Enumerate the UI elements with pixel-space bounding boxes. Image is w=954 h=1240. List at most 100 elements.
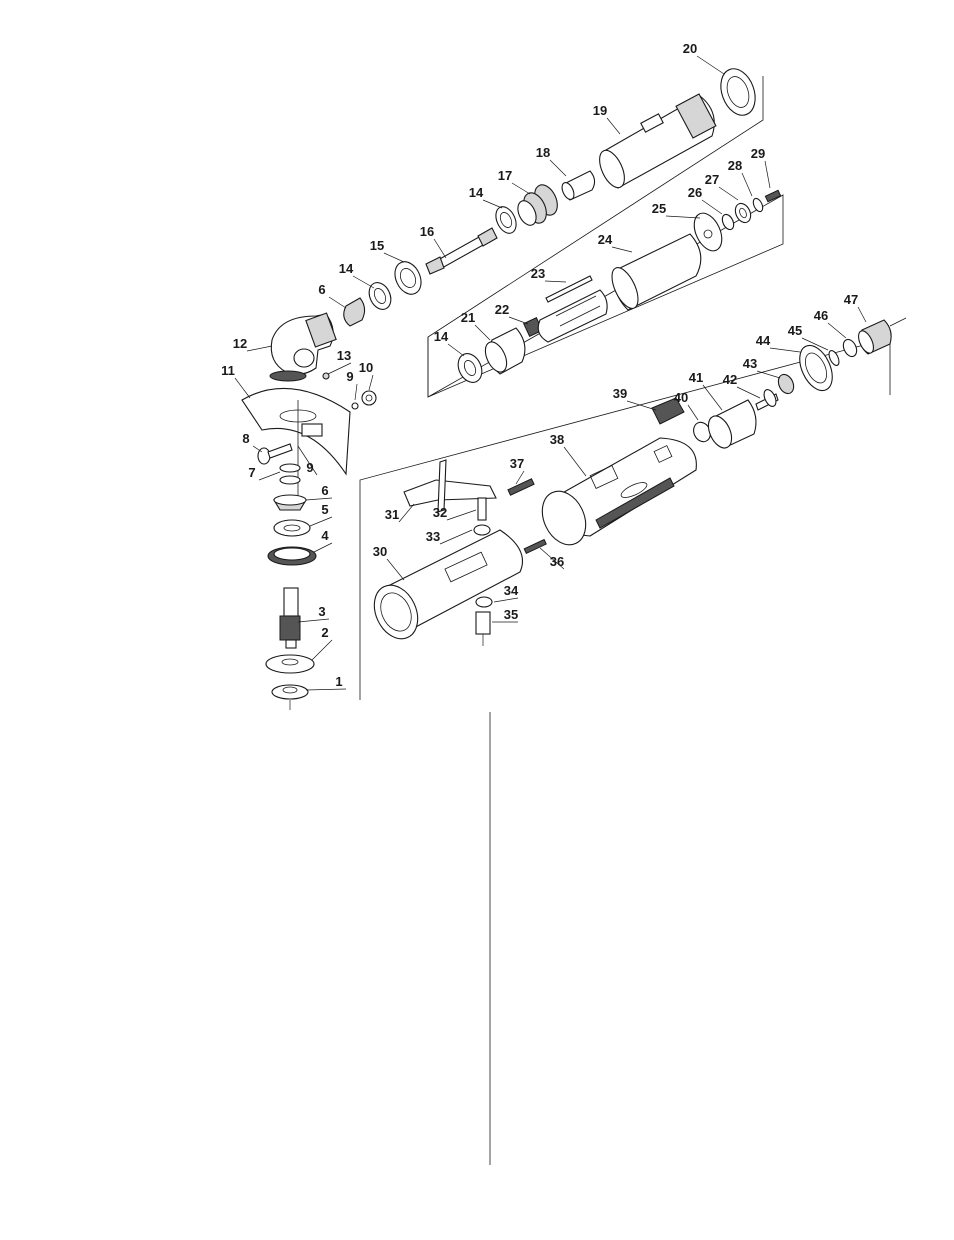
leader-line xyxy=(355,384,357,400)
part-number-label: 22 xyxy=(495,302,509,317)
part-number-labels: 1234566789910111213141414151617181920212… xyxy=(221,41,866,690)
part-number-label: 18 xyxy=(536,145,550,160)
leader-line xyxy=(310,517,332,526)
leader-line xyxy=(298,619,329,622)
part-number-label: 31 xyxy=(385,507,399,522)
part-number-label: 1 xyxy=(335,674,342,689)
part-number-label: 12 xyxy=(233,336,247,351)
part-8-screw xyxy=(258,444,292,464)
leader-line xyxy=(828,323,846,338)
part-number-label: 7 xyxy=(248,465,255,480)
leader-line xyxy=(545,281,566,282)
part-number-label: 38 xyxy=(550,432,564,447)
leader-line xyxy=(516,471,524,484)
part-7-washers xyxy=(280,464,300,484)
leader-line xyxy=(329,297,346,308)
part-number-label: 42 xyxy=(723,372,737,387)
leader-line xyxy=(702,200,722,214)
part-32-pin xyxy=(478,498,486,520)
leader-line xyxy=(858,307,866,322)
part-37-spring xyxy=(508,479,534,495)
leader-line xyxy=(259,472,280,480)
leader-line xyxy=(666,216,700,218)
leader-line xyxy=(688,405,698,420)
part-number-label: 36 xyxy=(550,554,564,569)
part-number-label: 26 xyxy=(688,185,702,200)
part-number-label: 20 xyxy=(683,41,697,56)
part-number-label: 6 xyxy=(321,483,328,498)
part-number-label: 28 xyxy=(728,158,742,173)
leader-line xyxy=(742,173,752,196)
leader-line xyxy=(550,160,566,176)
part-number-label: 17 xyxy=(498,168,512,183)
part-number-label: 19 xyxy=(593,103,607,118)
part-number-label: 35 xyxy=(504,607,518,622)
part-number-label: 13 xyxy=(337,348,351,363)
part-number-label: 8 xyxy=(242,431,249,446)
part-number-label: 45 xyxy=(788,323,802,338)
part-6-upper-gear xyxy=(344,298,365,326)
part-number-label: 46 xyxy=(814,308,828,323)
part-number-label: 15 xyxy=(370,238,384,253)
leader-line xyxy=(440,530,472,544)
part-number-label: 40 xyxy=(674,390,688,405)
part-14-bearing-low xyxy=(454,350,487,386)
leader-line xyxy=(512,183,530,194)
part-30-housing xyxy=(366,530,522,646)
leader-line xyxy=(384,253,404,262)
part-number-label: 34 xyxy=(504,583,519,598)
part-number-label: 10 xyxy=(359,360,373,375)
leader-line xyxy=(703,385,722,410)
part-number-label: 39 xyxy=(613,386,627,401)
part-46-oring xyxy=(841,337,859,358)
part-10-nut xyxy=(362,391,376,405)
leader-line xyxy=(509,317,528,324)
part-number-label: 37 xyxy=(510,456,524,471)
part-number-label: 41 xyxy=(689,370,703,385)
part-number-label: 21 xyxy=(461,310,475,325)
leader-line xyxy=(314,543,332,552)
part-number-label: 4 xyxy=(321,528,329,543)
part-number-label: 14 xyxy=(434,329,449,344)
part-19-housing-tube xyxy=(594,94,715,191)
part-23-rotor xyxy=(538,276,607,342)
part-18-sleeve xyxy=(560,171,595,201)
part-2-flange xyxy=(266,655,314,673)
part-21-bearing-housing xyxy=(481,328,525,375)
part-33-oring xyxy=(474,525,490,535)
leader-line xyxy=(719,187,738,200)
leader-line xyxy=(369,375,373,390)
part-29-screw xyxy=(765,190,780,201)
part-number-label: 5 xyxy=(321,502,328,517)
part-6-bevel-gear xyxy=(274,495,306,510)
part-number-label: 47 xyxy=(844,292,858,307)
part-34-oring xyxy=(476,597,492,607)
leader-line xyxy=(306,498,332,500)
part-number-label: 32 xyxy=(433,505,447,520)
leader-line xyxy=(765,161,770,188)
part-14-bearing-top xyxy=(492,204,520,237)
leader-line xyxy=(387,559,404,580)
part-36-spring-pin xyxy=(524,540,546,554)
part-42-valve-stem xyxy=(756,388,778,410)
part-35-valve xyxy=(476,612,490,634)
part-number-label: 3 xyxy=(318,604,325,619)
part-number-label: 25 xyxy=(652,201,666,216)
part-number-label: 9 xyxy=(306,460,313,475)
leader-line xyxy=(353,276,374,288)
part-44-exhaust-ring xyxy=(793,340,839,395)
leader-line xyxy=(612,247,632,252)
part-27-bearing xyxy=(732,201,753,225)
leader-line xyxy=(399,504,414,522)
part-5-bearing xyxy=(274,520,310,536)
leader-line xyxy=(770,348,800,352)
part-41-muffler xyxy=(704,400,756,452)
leader-line xyxy=(475,325,490,340)
part-26-washer xyxy=(720,213,736,232)
part-1-lock-nut xyxy=(272,685,308,699)
leader-line xyxy=(494,598,518,602)
leader-line xyxy=(697,56,724,74)
part-3-spindle xyxy=(280,588,300,648)
leader-line xyxy=(607,118,620,134)
